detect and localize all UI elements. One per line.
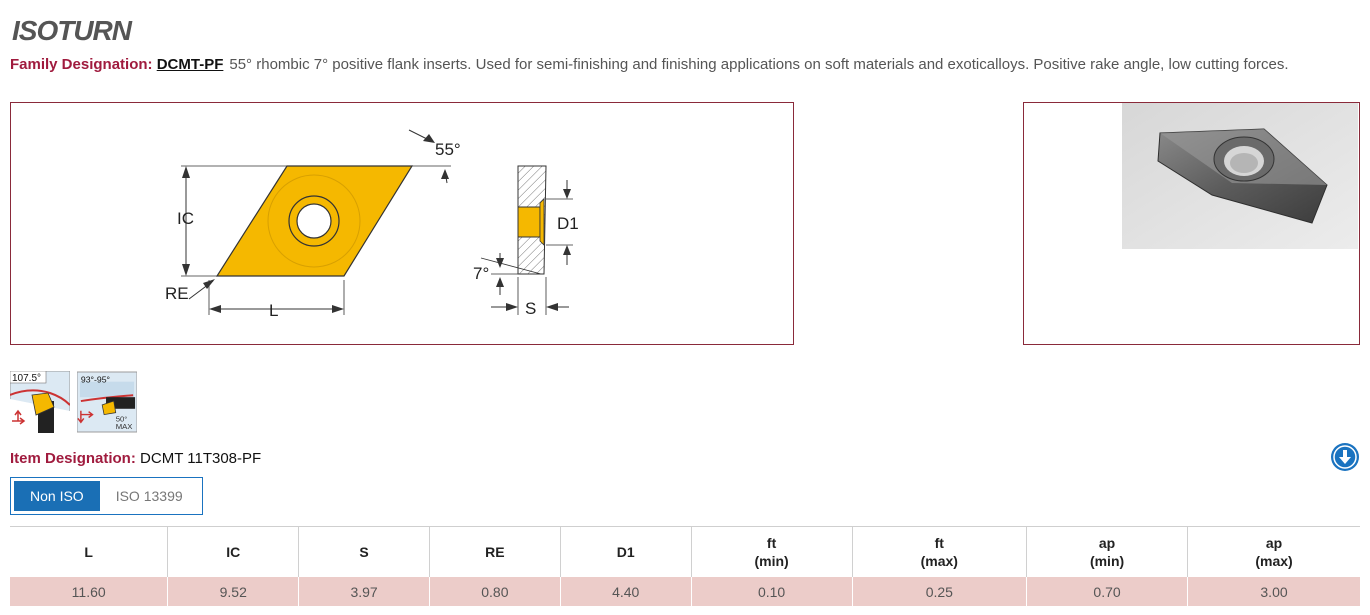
insert-photo-panel (1023, 102, 1360, 345)
insert-clearance-ring (267, 174, 361, 268)
label-angle-55: 55° (435, 140, 461, 159)
cell-ft-max: 0.25 (851, 577, 1027, 606)
column-header-d1: D1 (559, 526, 692, 577)
cell-ap-max: 3.00 (1187, 577, 1360, 606)
cell-s: 3.97 (298, 577, 430, 606)
label-l: L (269, 301, 278, 320)
insert-drawing: IC 55° L RE D1 (165, 129, 579, 320)
column-header-ft-max: ft(max) (851, 526, 1027, 577)
download-button[interactable] (1331, 443, 1359, 471)
item-label: Item Designation: (10, 450, 136, 467)
tab-non-iso[interactable]: Non ISO (14, 481, 100, 511)
item-value: DCMT 11T308-PF (140, 450, 262, 467)
column-header-ap-max: ap(max) (1187, 526, 1360, 577)
hole-inner (296, 203, 332, 239)
cell-ap-min: 0.70 (1026, 577, 1188, 606)
standard-toggle: Non ISO ISO 13399 (10, 477, 203, 515)
column-header-ap-min: ap(min) (1026, 526, 1188, 577)
item-designation: Item Designation: DCMT 11T308-PF (10, 450, 261, 467)
column-header-ft-min: ft(min) (690, 526, 853, 577)
cell-l: 11.60 (10, 577, 168, 606)
cell-ic: 9.52 (167, 577, 299, 606)
cell-d1: 4.40 (559, 577, 692, 606)
application-max-angle: 50° (116, 414, 128, 423)
label-ic: IC (177, 209, 194, 228)
application-icon-107-5[interactable]: 107.5° (10, 371, 70, 433)
family-description: 55° rhombic 7° positive flank inserts. U… (229, 56, 1289, 73)
application-max-label: MAX (116, 422, 133, 431)
column-header-ic: IC (167, 526, 299, 577)
label-s: S (525, 299, 536, 318)
cell-re: 0.80 (428, 577, 561, 606)
dimensions-table: L IC S RE D1 ft(min) ft(max) ap(min) ap(… (10, 526, 1360, 606)
family-code-link[interactable]: DCMT-PF (156, 56, 224, 73)
family-label: Family Designation: (10, 56, 153, 73)
side-view-hole (517, 206, 541, 238)
label-d1: D1 (557, 214, 579, 233)
application-angle-label: 107.5° (12, 373, 41, 384)
table-row: 11.60 9.52 3.97 0.80 4.40 0.10 0.25 0.70… (10, 577, 1360, 606)
column-header-l: L (10, 526, 168, 577)
column-header-re: RE (428, 526, 561, 577)
insert-photo (1122, 103, 1358, 249)
application-angle-label: 93°-95° (81, 375, 110, 385)
table-header-row: L IC S RE D1 ft(min) ft(max) ap(min) ap(… (10, 526, 1360, 577)
logo-text: ISOTURN (12, 15, 133, 46)
label-flank-angle: 7° (473, 264, 489, 283)
technical-drawing-panel: IC 55° L RE D1 (10, 102, 794, 345)
application-icon-93-95[interactable]: 93°-95° 50° MAX (77, 371, 137, 433)
download-icon (1333, 445, 1357, 469)
isoturn-logo: ISOTURN (12, 15, 134, 46)
cell-ft-min: 0.10 (690, 577, 853, 606)
family-designation: Family Designation: DCMT-PF 55° rhombic … (10, 55, 1340, 74)
column-header-s: S (298, 526, 430, 577)
tab-iso-13399[interactable]: ISO 13399 (99, 481, 199, 511)
label-re: RE (165, 284, 189, 303)
